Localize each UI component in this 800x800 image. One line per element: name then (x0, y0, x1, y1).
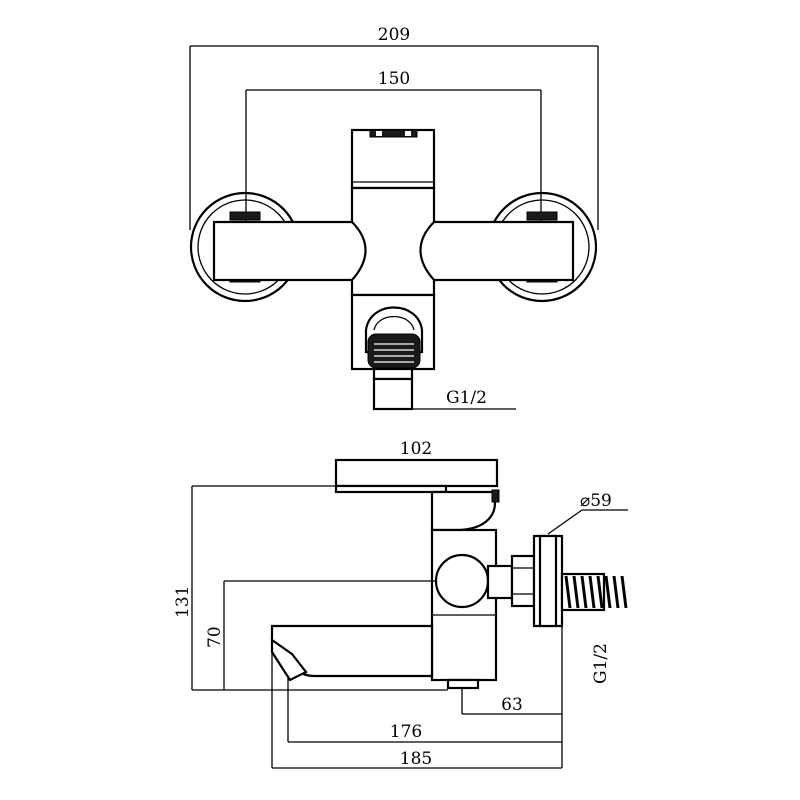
dimension-131: 131 (173, 485, 448, 691)
dim-total-depth-label: 185 (400, 749, 432, 769)
inlet-connector-top: G1/2 (372, 367, 516, 411)
dim-flange-diameter-label: ⌀59 (580, 491, 612, 511)
dim-inlet-thread-label: G1/2 (446, 388, 487, 408)
diverter-outlet (446, 678, 480, 714)
wall-flange-side (532, 534, 564, 628)
top-view: 209 150 (189, 25, 599, 411)
dim-overall-width-label: 209 (378, 25, 410, 45)
valve-body-side (430, 528, 536, 682)
dim-connector-thread-label: G1/2 (591, 643, 611, 684)
dimension-185: 185 (272, 690, 563, 769)
handle-side (334, 458, 500, 532)
threaded-connector: G1/2 (560, 572, 628, 690)
dimension-63: 63 (462, 695, 562, 715)
spout-block-top (350, 293, 436, 371)
valve-body-top (350, 186, 436, 297)
side-view: 102 G1/2 (173, 439, 628, 769)
handle-top (350, 128, 436, 190)
dim-spout-offset-label: 63 (501, 695, 523, 715)
dim-handle-width-label: 102 (400, 439, 432, 459)
dimension-70: 70 (205, 580, 436, 690)
dimension-176: 176 (287, 676, 562, 743)
dimension-209: 209 (189, 25, 599, 230)
dimension-diameter-59: ⌀59 (547, 491, 628, 535)
dim-spout-reach-label: 176 (390, 722, 422, 742)
spout-side (270, 624, 434, 768)
dim-spout-height-label: 70 (205, 626, 225, 648)
dim-total-height-label: 131 (173, 586, 193, 618)
dim-center-distance-label: 150 (378, 69, 410, 89)
